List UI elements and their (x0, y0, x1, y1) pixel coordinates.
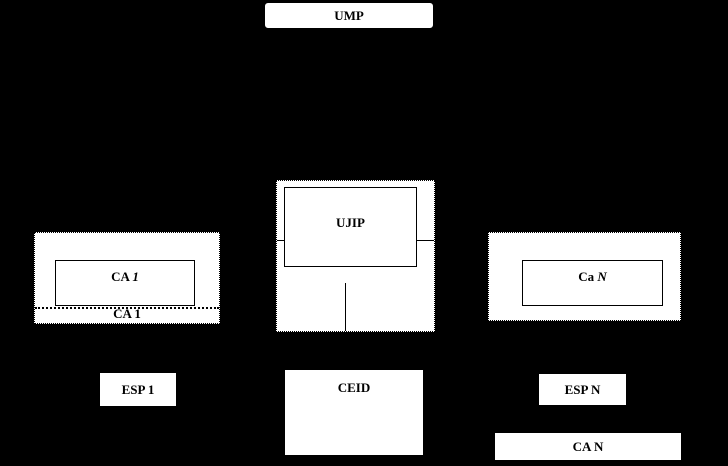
ujip-vertical-connector (345, 283, 346, 331)
ceid-box: CEID (285, 370, 423, 455)
ca1-inner-box: CA 1 (55, 260, 195, 306)
espn-label: ESP N (564, 382, 601, 397)
can-bottom-box: CA N (495, 433, 681, 460)
esp1-box: ESP 1 (100, 373, 176, 406)
espn-box: ESP N (539, 374, 626, 405)
ca1-inner-index: 1 (132, 269, 139, 284)
can-inner-box: Ca N (522, 260, 663, 306)
can-bottom-label: CA N (572, 439, 604, 454)
ceid-label: CEID (337, 380, 371, 395)
ujip-left-connector (277, 240, 284, 241)
ca1-inner-prefix: CA (111, 269, 130, 284)
ujip-right-connector (417, 240, 434, 241)
ujip-box: UJIP (284, 187, 417, 267)
can-container: Ca N (488, 232, 681, 321)
can-inner-index: N (597, 269, 607, 284)
ujip-label: UJIP (336, 215, 365, 230)
ump-label: UMP (334, 8, 364, 23)
can-inner-label: Ca N (523, 270, 662, 283)
ca1-outer-label: CA 1 (113, 306, 141, 321)
ca1-container: CA 1 CA 1 (34, 232, 220, 324)
ca1-dotted-divider (35, 307, 219, 309)
esp1-label: ESP 1 (121, 382, 155, 397)
ujip-container: UJIP (276, 180, 435, 332)
ca1-inner-label: CA 1 (56, 270, 194, 283)
can-inner-prefix: Ca (578, 269, 595, 284)
ump-box: UMP (264, 2, 434, 29)
